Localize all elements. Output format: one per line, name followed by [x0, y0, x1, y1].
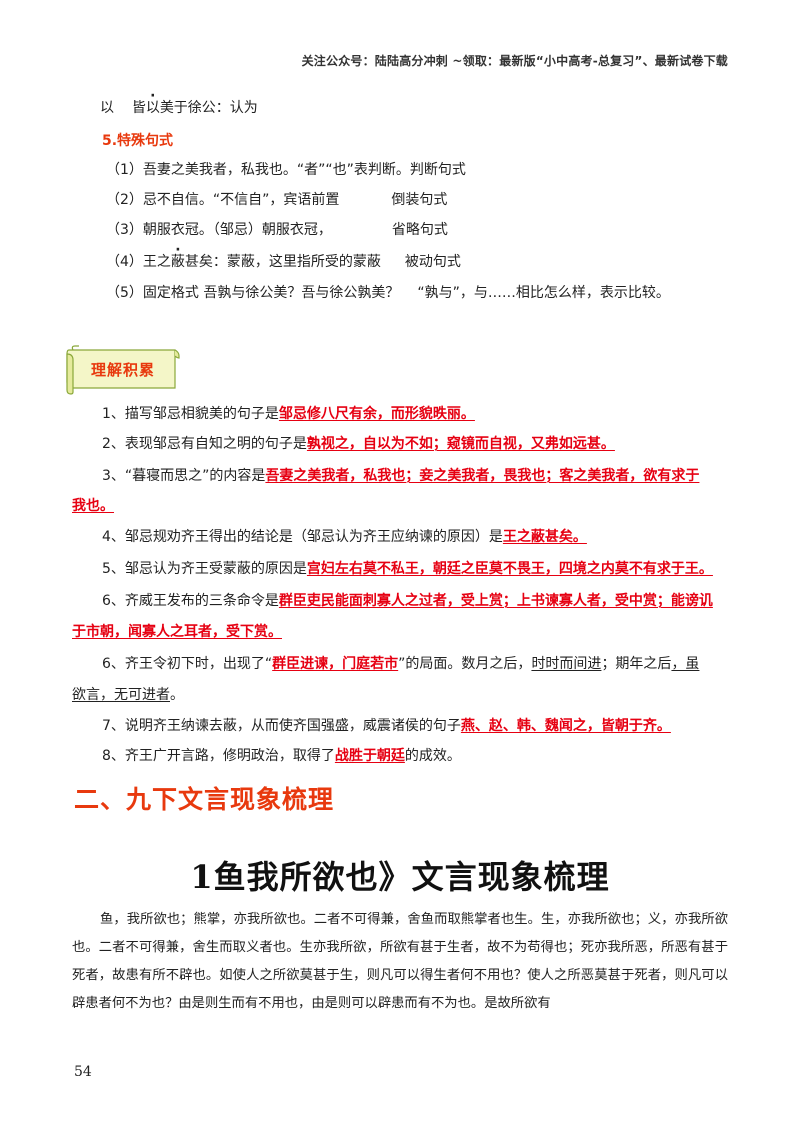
- answer-text: 我也。: [72, 498, 114, 514]
- answer-text: 燕、赵、韩、魏闻之，皆朝于齐。: [460, 718, 671, 734]
- page-header: 关注公众号：陆陆高分冲刺 ~领取：最新版“小中高考-总复习”、最新试卷下载: [301, 54, 728, 68]
- question-text: ；期年之后: [601, 656, 672, 672]
- scroll-banner-icon: [66, 345, 180, 395]
- qa-item-1: 1、描写邹忌相貌美的句子是邹忌修八尺有余，而形貌昳丽。: [102, 404, 732, 424]
- answer-text: 群臣进谏，门庭若市: [272, 656, 399, 672]
- special-item-5: （5）固定格式 吾孰与徐公美？吾与徐公孰美？ “孰与”，与……相比怎么样，表示比较…: [106, 283, 670, 303]
- comprehension-banner: 理解积累: [63, 344, 181, 396]
- dotted-char: 蔽: [171, 254, 185, 270]
- special-item-2: （2）忌不自信。“不信自”，宾语前置 倒装句式: [106, 190, 447, 210]
- question-text: 1、描写邹忌相貌美的句子是: [102, 406, 279, 422]
- qa-item-4: 4、邹忌规劝齐王得出的结论是（邹忌认为齐王应纳谏的原因）是王之蔽甚矣。: [102, 527, 732, 547]
- qa-item-2: 2、表现邹忌有自知之明的句子是孰视之，自以为不如；窥镜而自视，又弗如远甚。: [102, 434, 732, 454]
- special-item-4: （4）王之蔽甚矣：蒙蔽，这里指所受的蒙蔽 被动句式: [106, 252, 461, 272]
- qa-item-6-cont: 于市朝，闻寡人之耳者，受下赏。: [72, 622, 702, 642]
- question-text: 6、齐王令初下时，出现了“: [102, 656, 273, 672]
- special-item-1-text: （1）吾妻之美我者，私我也。“者”“也”表判断。判断句式: [106, 162, 466, 178]
- classical-passage: 鱼，我所欲也；熊掌，亦我所欲也。二者不可得兼，舍鱼而取熊掌者也生。生，亦我所欲也…: [72, 912, 728, 1011]
- answer-text: 于市朝，闻寡人之耳者，受下赏。: [72, 624, 282, 640]
- question-text: 。: [170, 687, 184, 703]
- special-item-1: （1）吾妻之美我者，私我也。“者”“也”表判断。判断句式: [106, 160, 466, 180]
- question-text: 5、邹忌认为齐王受蒙蔽的原因是: [102, 561, 307, 577]
- question-text: 6、齐威王发布的三条命令是: [102, 593, 279, 609]
- answer-text: 邹忌修八尺有余，而形貌昳丽。: [278, 406, 475, 422]
- question-text: ”的局面。数月之后，: [398, 656, 532, 672]
- banner-label: 理解积累: [91, 361, 156, 379]
- dotted-char: 以: [146, 100, 160, 116]
- qa-item-3: 3、“暮寝而思之”的内容是吾妻之美我者，私我也；妾之美我者，畏我也；客之美我者，…: [102, 466, 732, 486]
- special-item-4-post: 甚矣：蒙蔽，这里指所受的蒙蔽: [184, 254, 381, 270]
- question-text: 7、说明齐王纳谏去蔽，从而使齐国强盛，威震诸侯的句子: [102, 718, 461, 734]
- underlined-text: 时时而间进: [531, 656, 602, 672]
- answer-text: 吾妻之美我者，私我也；妾之美我者，畏我也；客之美我者，欲有求于: [265, 468, 700, 484]
- section-heading: 二、九下文言现象梳理: [74, 785, 335, 814]
- question-text: 2、表现邹忌有自知之明的句子是: [102, 436, 307, 452]
- qa-item-6: 6、齐威王发布的三条命令是群臣吏民能面刺寡人之过者，受上赏；上书谏寡人者，受中赏…: [102, 591, 732, 611]
- special-item-3-main: （3）朝服衣冠。（邹忌）朝服衣冠，: [106, 222, 332, 238]
- special-item-2-main: （2）忌不自信。“不信自”，宾语前置: [106, 192, 340, 208]
- special-sentence-title: 5.特殊句式: [102, 133, 174, 149]
- answer-text: 王之蔽甚矣。: [502, 529, 587, 545]
- special-item-4-pre: （4）王之: [106, 254, 171, 270]
- top-line: 以 皆以美于徐公：认为: [100, 98, 258, 118]
- answer-text: 宫妇左右莫不私王，朝廷之臣莫不畏王，四境之内莫不有求于王。: [306, 561, 713, 577]
- question-text: 的成效。: [404, 748, 461, 764]
- top-line-c: 美于徐公：认为: [159, 100, 258, 116]
- special-item-5-pre: （5）固定格式 吾孰与徐公美？吾与徐公孰美？: [106, 285, 400, 301]
- qa-item-8: 7、说明齐王纳谏去蔽，从而使齐国强盛，威震诸侯的句子燕、赵、韩、魏闻之，皆朝于齐…: [102, 716, 732, 736]
- question-text: 8、齐王广开言路，修明政治，取得了: [102, 748, 335, 764]
- question-text: 3、“暮寝而思之”的内容是: [102, 468, 266, 484]
- answer-text: 孰视之，自以为不如；窥镜而自视，又弗如远甚。: [306, 436, 615, 452]
- special-item-5-post: “孰与”，与……相比怎么样，表示比较。: [417, 285, 670, 301]
- qa-item-7-cont: 欲言，无可进者。: [72, 685, 702, 705]
- question-text: 4、邹忌规劝齐王得出的结论是（邹忌认为齐王应纳谏的原因）是: [102, 529, 503, 545]
- special-item-4-tag: 被动句式: [404, 254, 461, 270]
- qa-item-3-cont: 我也。: [72, 496, 702, 516]
- special-item-2-tag: 倒装句式: [391, 192, 448, 208]
- special-item-3-tag: 省略句式: [391, 222, 448, 238]
- qa-item-7: 6、齐王令初下时，出现了“群臣进谏，门庭若市”的局面。数月之后，时时而间进；期年…: [102, 654, 732, 674]
- qa-item-9: 8、齐王广开言路，修明政治，取得了战胜于朝廷的成效。: [102, 746, 732, 766]
- answer-text: 战胜于朝廷: [334, 748, 405, 764]
- page-number: 54: [74, 1064, 92, 1080]
- answer-text: 群臣吏民能面刺寡人之过者，受上赏；上书谏寡人者，受中赏；能谤讥: [278, 593, 713, 609]
- underlined-text: 欲言，无可进者: [72, 687, 170, 703]
- qa-item-5: 5、邹忌认为齐王受蒙蔽的原因是宫妇左右莫不私王，朝廷之臣莫不畏王，四境之内莫不有…: [102, 559, 732, 579]
- top-line-b: 皆: [131, 100, 146, 116]
- top-line-a: 以: [100, 100, 114, 116]
- lesson-title: 1鱼我所欲也》文言现象梳理: [190, 858, 610, 896]
- special-item-3: （3）朝服衣冠。（邹忌）朝服衣冠， 省略句式: [106, 220, 448, 240]
- underlined-text: ，虽: [671, 656, 700, 672]
